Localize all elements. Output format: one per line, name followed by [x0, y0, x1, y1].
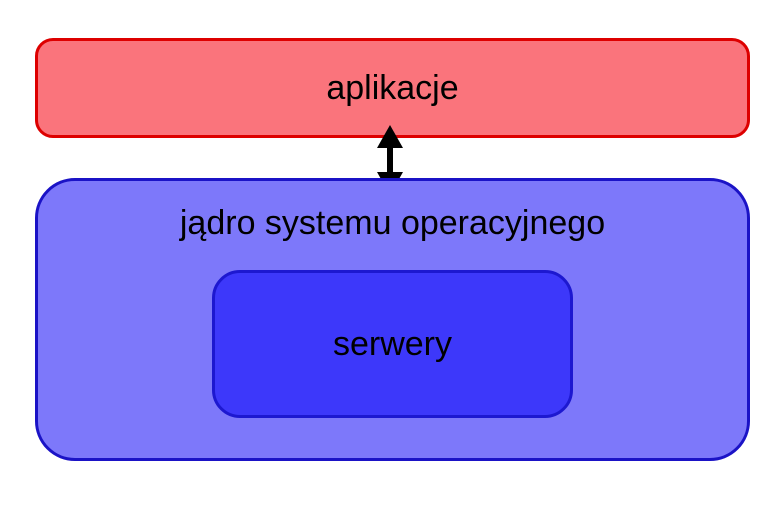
node-servers-label: serwery: [332, 325, 453, 363]
arrow-shaft: [387, 145, 393, 175]
node-servers: serwery: [212, 270, 573, 418]
node-applications-label: aplikacje: [326, 69, 459, 107]
arrow-head-up: [377, 125, 403, 148]
node-kernel: jądro systemu operacyjnego serwery: [35, 178, 750, 461]
node-kernel-label: jądro systemu operacyjnego: [179, 204, 606, 242]
node-applications: aplikacje: [35, 38, 750, 138]
